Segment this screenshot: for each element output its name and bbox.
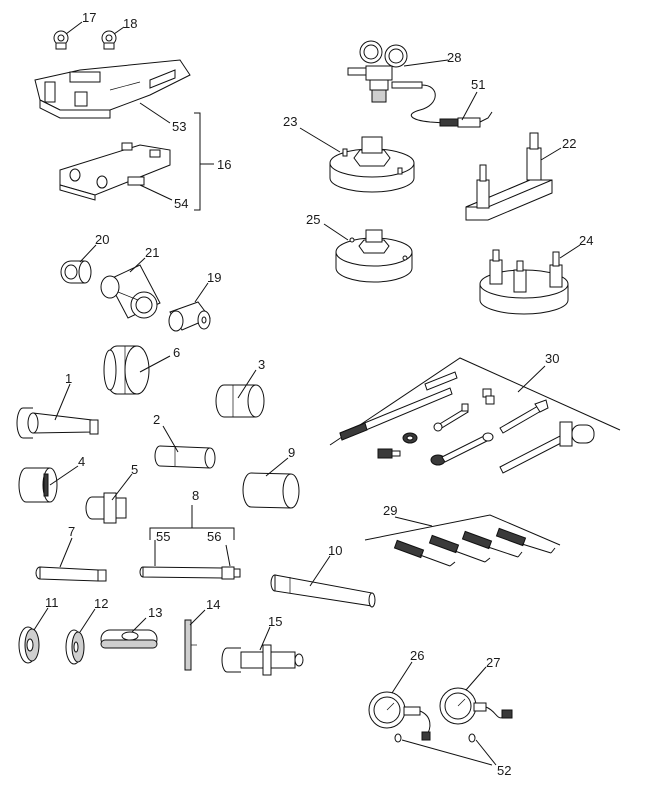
sleeve-icon	[18, 467, 58, 503]
sleeve-icon	[103, 345, 150, 395]
mandrel-icon	[16, 407, 99, 439]
wrench-icon	[402, 432, 418, 444]
callout-20: 20	[95, 232, 109, 247]
sleeve-icon	[60, 260, 92, 284]
mandrel-icon	[139, 566, 241, 580]
mandrel-icon	[168, 301, 211, 332]
callout-4: 4	[78, 454, 85, 469]
callout-56: 56	[207, 529, 221, 544]
callout-25: 25	[306, 212, 320, 227]
callout-18: 18	[123, 16, 137, 31]
pick-tool-icon	[461, 530, 523, 558]
callout-53: 53	[172, 119, 186, 134]
fixture-plate-icon	[59, 142, 171, 201]
callout-27: 27	[486, 655, 500, 670]
callout-55: 55	[156, 529, 170, 544]
callout-51: 51	[471, 77, 485, 92]
callout-23: 23	[283, 114, 297, 129]
callout-28: 28	[447, 50, 461, 65]
callout-21: 21	[145, 245, 159, 260]
sleeve-icon	[215, 384, 265, 418]
callout-11: 11	[45, 595, 59, 610]
pick-tool-icon	[495, 527, 556, 554]
pick-tool-icon	[428, 534, 491, 563]
pressure-gauge-icon	[368, 691, 431, 741]
fixture-plate-icon	[335, 229, 413, 283]
wrench-icon	[339, 371, 458, 441]
callout-29: 29	[383, 503, 397, 518]
callout-30: 30	[545, 351, 559, 366]
fixture-plate-icon	[100, 629, 158, 649]
mandrel-icon	[270, 574, 376, 608]
wrench-icon	[433, 403, 469, 432]
fixture-plate-icon	[465, 132, 553, 221]
bracket-icon	[34, 59, 191, 119]
callout-22: 22	[562, 136, 576, 151]
callout-3: 3	[258, 357, 265, 372]
pressure-gauge-icon	[439, 687, 513, 725]
mandrel-icon	[221, 644, 304, 676]
wrench-icon	[499, 399, 549, 434]
sleeve-icon	[242, 472, 300, 509]
sleeve-icon	[100, 264, 161, 319]
fixture-plate-icon	[184, 619, 197, 671]
sleeve-icon	[18, 626, 40, 664]
callout-9: 9	[288, 445, 295, 460]
callout-8: 8	[192, 488, 199, 503]
callout-13: 13	[148, 605, 162, 620]
callout-54: 54	[174, 196, 188, 211]
callout-12: 12	[94, 596, 108, 611]
fixture-plate-icon	[329, 136, 415, 193]
callout-24: 24	[579, 233, 593, 248]
wrench-icon	[430, 432, 494, 466]
callout-14: 14	[206, 597, 220, 612]
mandrel-icon	[35, 566, 107, 582]
mandrel-icon	[85, 492, 127, 524]
callout-52: 52	[497, 763, 511, 778]
gas-regulator-icon	[347, 40, 493, 128]
callout-10: 10	[328, 543, 342, 558]
eye-bolt-icon	[101, 30, 117, 50]
eye-bolt-icon	[53, 30, 69, 50]
callout-17: 17	[82, 10, 96, 25]
callout-5: 5	[131, 462, 138, 477]
callout-2: 2	[153, 412, 160, 427]
callout-7: 7	[68, 524, 75, 539]
wrench-icon	[499, 421, 595, 474]
callout-15: 15	[268, 614, 282, 629]
wrench-icon	[377, 448, 401, 459]
callout-16: 16	[217, 157, 231, 172]
callout-6: 6	[173, 345, 180, 360]
sleeve-icon	[65, 629, 85, 665]
seal-ring-icon	[394, 733, 476, 743]
callout-19: 19	[207, 270, 221, 285]
callout-26: 26	[410, 648, 424, 663]
wrench-icon	[482, 388, 495, 405]
callout-1: 1	[65, 371, 72, 386]
mandrel-icon	[154, 445, 216, 469]
fixture-plate-icon	[479, 249, 569, 315]
pick-tool-icon	[393, 539, 456, 567]
